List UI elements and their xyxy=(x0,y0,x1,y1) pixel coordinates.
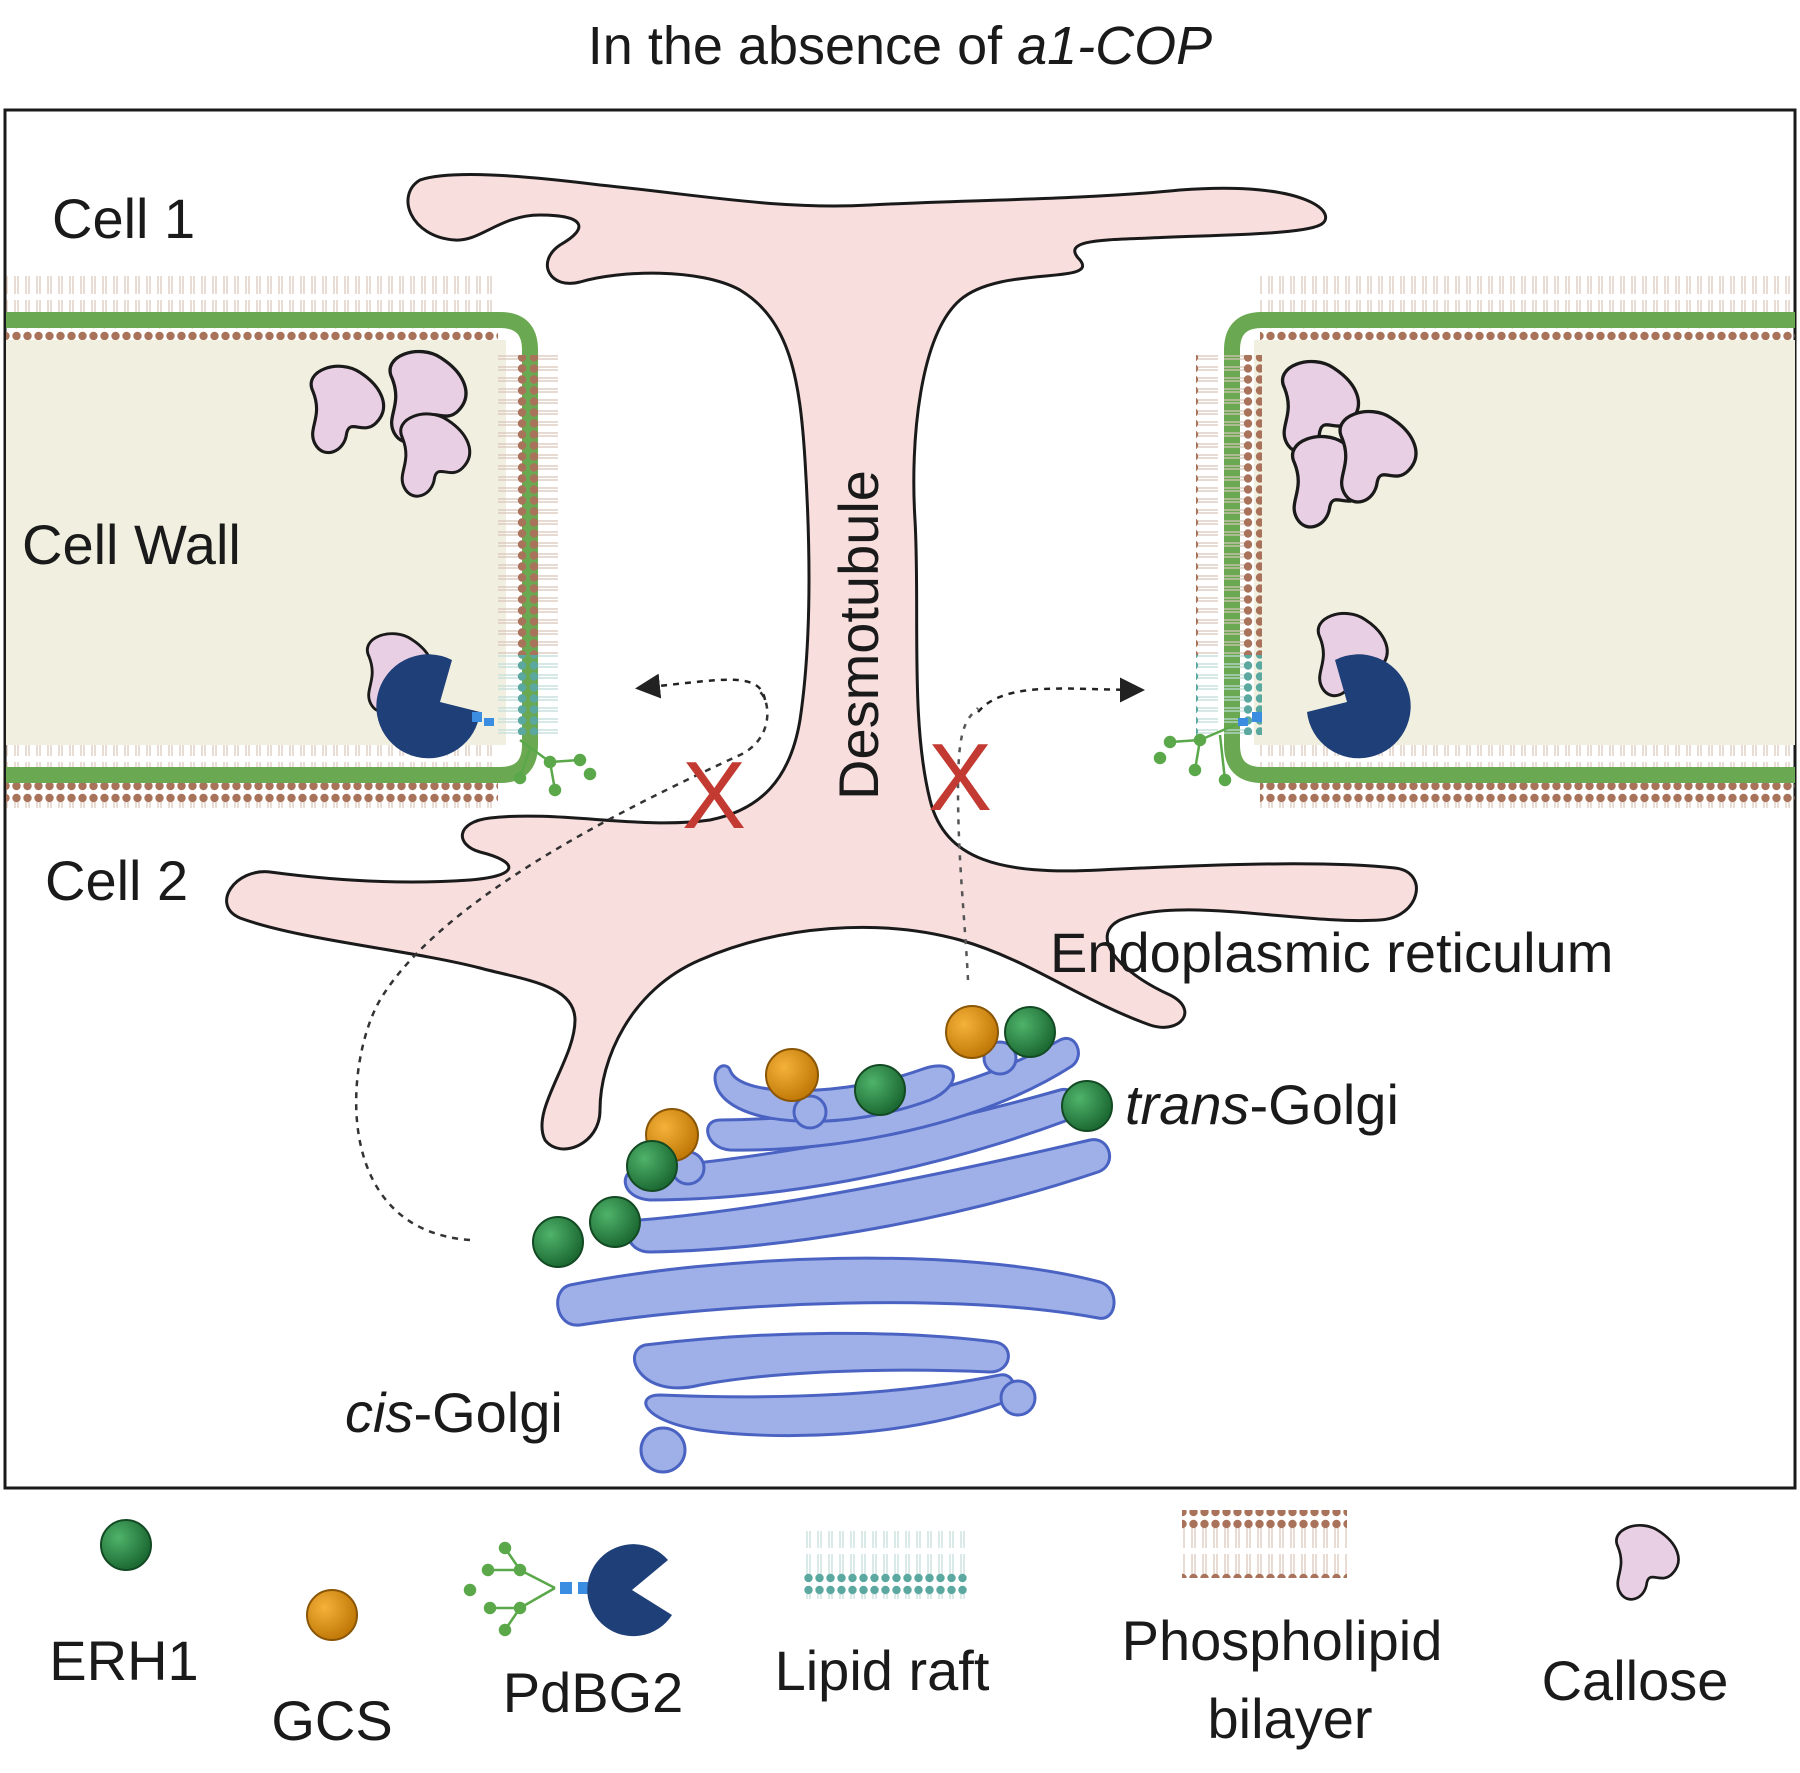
left-block-mark: X xyxy=(682,742,746,849)
legend-lipid-raft: Lipid raft xyxy=(775,1531,990,1702)
right-block-mark: X xyxy=(928,724,992,831)
legend-phospholipid-label-2: bilayer xyxy=(1208,1687,1373,1750)
legend-lipid-raft-label: Lipid raft xyxy=(775,1639,990,1702)
er-label: Endoplasmic reticulum xyxy=(1050,921,1613,984)
cell-1-label: Cell 1 xyxy=(52,187,195,250)
legend-pdbg2: PdBG2 xyxy=(463,1541,684,1724)
legend-erh1-icon xyxy=(100,1519,152,1571)
erh1-sphere-5 xyxy=(589,1196,641,1248)
erh1-sphere-6 xyxy=(532,1216,584,1268)
right-outer-bilayer-top xyxy=(1260,276,1795,344)
cell-wall-label: Cell Wall xyxy=(22,513,241,576)
legend-erh1: ERH1 xyxy=(49,1519,199,1692)
legend-lipid-raft-icon xyxy=(803,1531,968,1599)
legend-phospholipid-label-1: Phospholipid xyxy=(1122,1609,1443,1672)
left-cell-wall-block xyxy=(6,276,597,808)
gcs-sphere-2 xyxy=(945,1005,999,1059)
left-glycan-anchor xyxy=(513,738,597,797)
legend-callose-label: Callose xyxy=(1542,1649,1729,1712)
right-bilayer-vertical xyxy=(1196,355,1262,655)
legend-callose: Callose xyxy=(1542,1523,1729,1712)
right-cell-wall-block xyxy=(1153,276,1795,808)
erh1-sphere-2 xyxy=(854,1064,906,1116)
legend-pdbg2-icon xyxy=(463,1541,672,1637)
trans-golgi-label: trans-Golgi xyxy=(1125,1073,1399,1136)
golgi-vesicle-1 xyxy=(639,1426,687,1474)
er-desmotubule-shape xyxy=(225,173,1418,1151)
right-blocked-arrow xyxy=(977,677,1145,713)
erh1-sphere-4 xyxy=(626,1140,678,1192)
legend: ERH1 GCS PdBG2 xyxy=(49,1510,1728,1752)
right-lipid-raft xyxy=(1196,655,1262,735)
left-blocked-arrow xyxy=(635,673,767,701)
legend-erh1-label: ERH1 xyxy=(49,1629,198,1692)
gcs-sphere-1 xyxy=(765,1048,819,1102)
left-bilayer-vertical xyxy=(496,355,562,655)
legend-callose-icon xyxy=(1614,1523,1681,1602)
figure-title: In the absence of a1-COP xyxy=(588,16,1212,76)
golgi-cisterna-2 xyxy=(633,1331,1010,1390)
legend-gcs-label: GCS xyxy=(271,1689,392,1752)
left-pdbg2-icon xyxy=(376,654,480,759)
golgi-vesicle-2 xyxy=(999,1379,1037,1417)
erh1-sphere-3 xyxy=(1061,1080,1113,1132)
left-outer-bilayer-top xyxy=(6,276,498,344)
legend-pdbg2-label: PdBG2 xyxy=(503,1661,684,1724)
right-glycan-anchor xyxy=(1153,723,1236,787)
cell-2-label: Cell 2 xyxy=(45,849,188,912)
legend-gcs-icon xyxy=(306,1589,358,1641)
left-lipid-raft xyxy=(496,655,562,735)
left-trafficking-path xyxy=(354,691,769,1242)
legend-gcs: GCS xyxy=(271,1589,393,1752)
right-pdbg2-icon xyxy=(1307,654,1411,759)
golgi-cisterna-1 xyxy=(556,1256,1116,1327)
cis-golgi-label: cis-Golgi xyxy=(345,1381,563,1444)
golgi-vesicle-3 xyxy=(792,1094,828,1130)
erh1-sphere-1 xyxy=(1004,1006,1056,1058)
desmotubule-label: Desmotubule xyxy=(827,470,890,800)
legend-phospholipid: Phospholipid bilayer xyxy=(1122,1510,1443,1750)
golgi-proteins xyxy=(532,1005,1113,1268)
legend-phospholipid-icon xyxy=(1182,1510,1347,1578)
golgi-cisterna-4 xyxy=(626,1138,1111,1254)
